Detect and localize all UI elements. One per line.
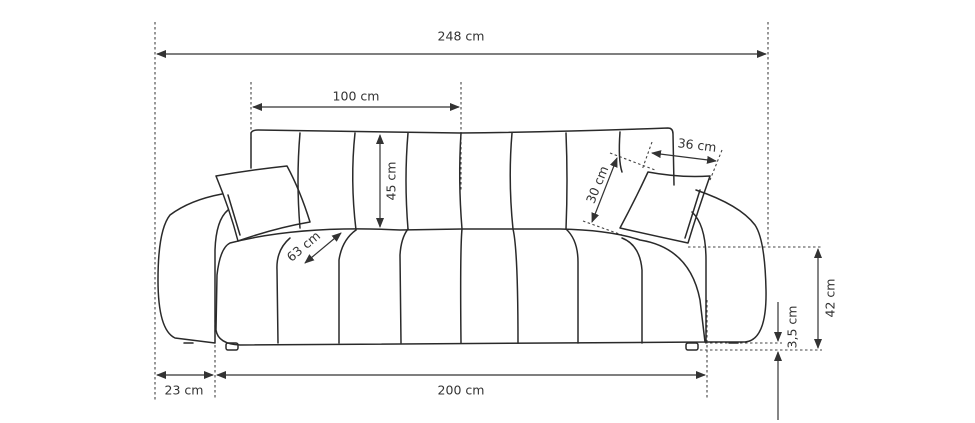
- backrest: [250, 127, 675, 186]
- seat-width-label: 200 cm: [438, 383, 485, 398]
- backrest-section-width-label: 100 cm: [333, 89, 380, 104]
- right-pillow: [619, 171, 711, 244]
- leg: [685, 342, 699, 351]
- armrest-width-label: 23 cm: [165, 383, 204, 398]
- left-armrest: [157, 193, 229, 344]
- right-armrest: [691, 189, 767, 343]
- seat: [215, 228, 706, 346]
- backrest-height-label: 45 cm: [384, 162, 399, 201]
- sofa-drawing: [157, 127, 767, 351]
- pillow-width-label: 36 cm: [677, 135, 717, 155]
- leg-height-label: 3,5 cm: [785, 306, 800, 349]
- seat-depth-label: 63 cm: [284, 228, 323, 265]
- leg: [225, 342, 239, 351]
- seat-height-label: 42 cm: [823, 279, 838, 318]
- total-width-label: 248 cm: [438, 29, 485, 44]
- dimension-arrows: [156, 50, 822, 420]
- extension-lines: [154, 22, 822, 400]
- left-pillow: [215, 165, 311, 242]
